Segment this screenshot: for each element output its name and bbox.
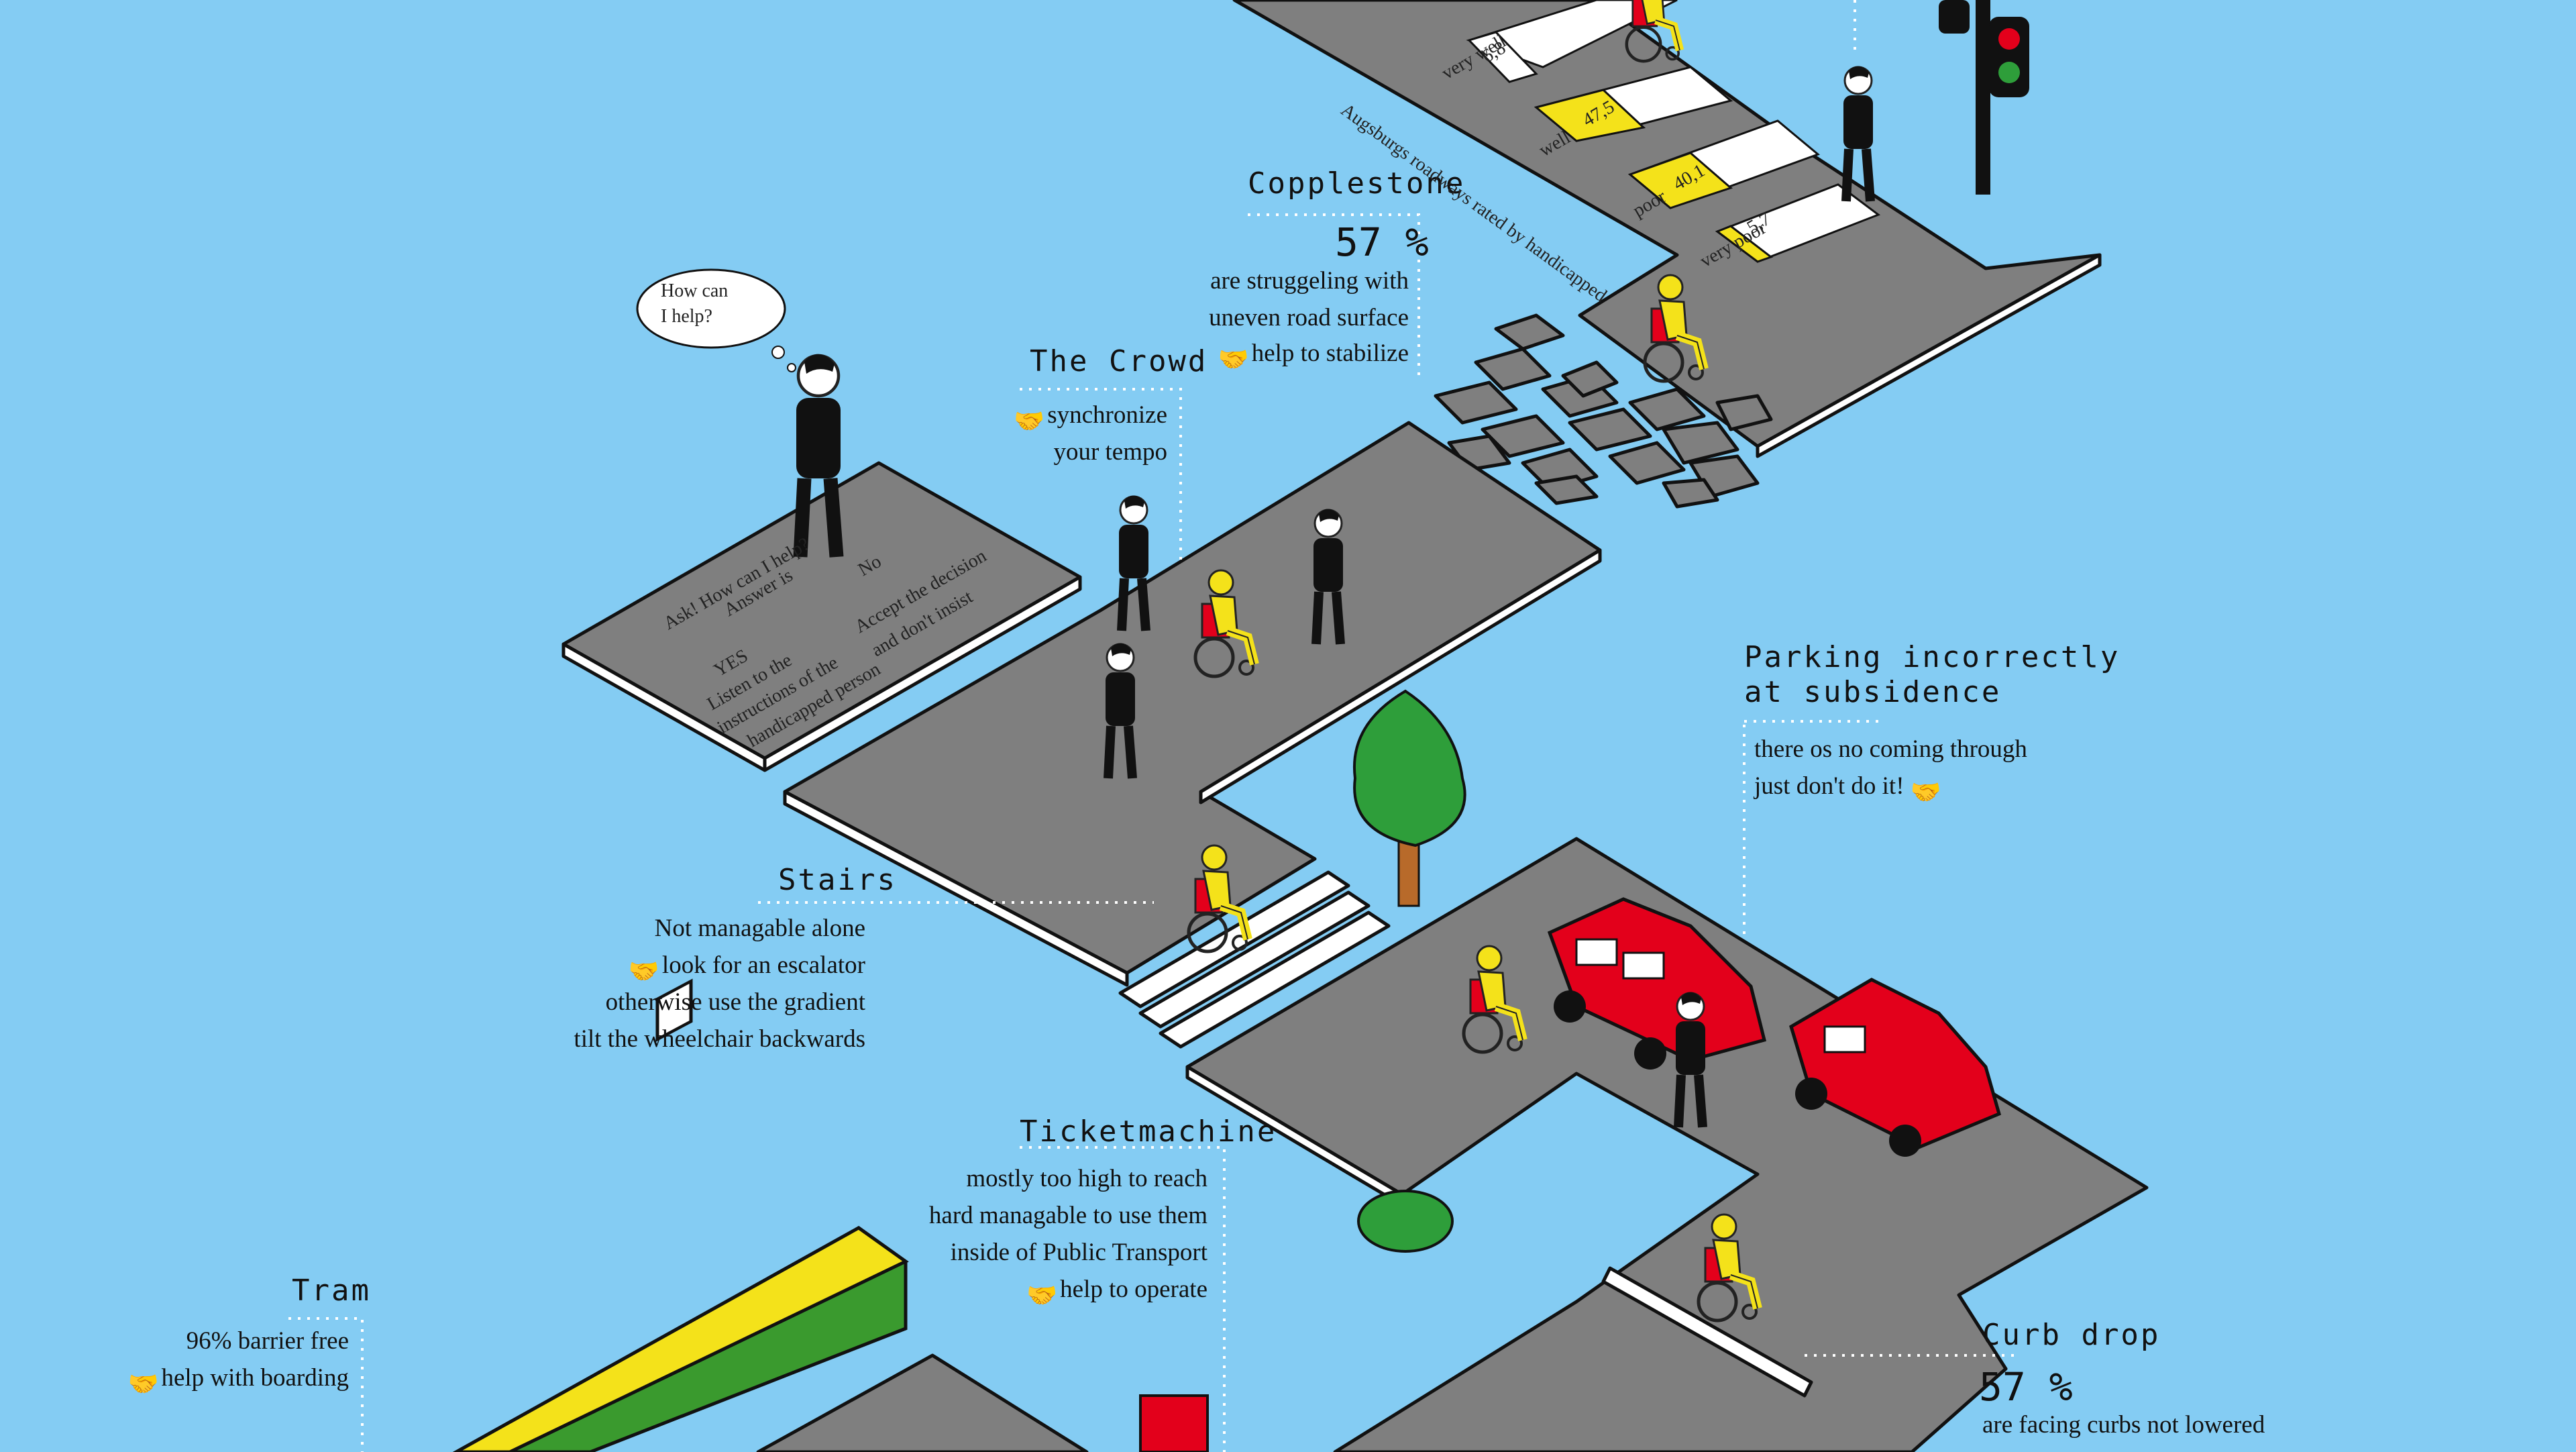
bubble-line1: How can bbox=[661, 280, 729, 301]
stairs-line3: otherwise use the gradient bbox=[605, 988, 865, 1016]
tram-line2-text: help with boarding bbox=[161, 1364, 349, 1392]
ticket-line2: hard managable to use them bbox=[928, 1202, 1208, 1229]
curb-title: Curb drop bbox=[1982, 1318, 2161, 1352]
leader-lines bbox=[288, 0, 2019, 1452]
ticket-line4: 🤝help to operate bbox=[872, 1276, 1208, 1310]
ticket-line4-text: help to operate bbox=[1060, 1276, 1208, 1303]
stairs-line4: tilt the wheelchair backwards bbox=[574, 1025, 865, 1053]
tram-title: Tram bbox=[292, 1274, 371, 1308]
rating-bar-chart bbox=[1466, 0, 1881, 263]
bubble-line2: I help? bbox=[661, 306, 712, 327]
curb-percent: 57 % bbox=[1979, 1364, 2073, 1410]
curb-line1: are facing curbs not lowered bbox=[1982, 1411, 2265, 1439]
ticket-title: Ticketmachine bbox=[1020, 1114, 1277, 1149]
copplestone-title: Copplestone bbox=[1248, 166, 1466, 201]
crowd-title: The Crowd bbox=[1030, 344, 1208, 378]
copplestone-line2: uneven road surface bbox=[1209, 304, 1409, 331]
road-segments bbox=[561, 0, 2149, 1452]
tram-icon bbox=[452, 978, 909, 1452]
handshake-icon: 🤝 bbox=[1910, 778, 1941, 807]
copplestone-help: 🤝help to stabilize bbox=[1134, 340, 1409, 374]
ticket-machine-icon bbox=[1139, 1394, 1209, 1452]
cobblestones bbox=[1434, 313, 1773, 509]
crowd-line1-text: synchronize bbox=[1047, 401, 1167, 429]
copplestone-line1: are struggeling with bbox=[1210, 267, 1409, 295]
stairs-line2: 🤝look for an escalator bbox=[523, 951, 865, 986]
handshake-icon: 🤝 bbox=[1014, 407, 1045, 435]
red-car-2 bbox=[1789, 978, 2002, 1157]
person-icon bbox=[1843, 66, 1873, 201]
copplestone-percent: 57 % bbox=[1335, 219, 1429, 265]
tram-line2: 🤝help with boarding bbox=[101, 1364, 349, 1398]
stairs-line1: Not managable alone bbox=[654, 915, 865, 942]
tram-line1: 96% barrier free bbox=[186, 1327, 349, 1355]
ticket-line3: inside of Public Transport bbox=[950, 1239, 1208, 1266]
ticket-line1: mostly too high to reach bbox=[966, 1165, 1208, 1192]
parking-title-line1: Parking incorrectly bbox=[1744, 640, 2121, 674]
parking-line2: just don't do it! 🤝 bbox=[1754, 772, 1944, 807]
thought-bubble bbox=[636, 268, 796, 372]
handshake-icon: 🤝 bbox=[628, 957, 659, 986]
parking-line2-text: just don't do it! bbox=[1754, 772, 1904, 800]
stairs-title: Stairs bbox=[778, 863, 897, 897]
traffic-light-icon bbox=[1939, 0, 2029, 195]
red-car-1 bbox=[1547, 897, 1767, 1070]
crowd-line1: 🤝synchronize bbox=[953, 401, 1167, 435]
parking-title-line2: at subsidence bbox=[1744, 675, 2002, 709]
tree-icon bbox=[1353, 689, 1466, 907]
stairs-line2-text: look for an escalator bbox=[661, 951, 865, 979]
bush-icon bbox=[1357, 1190, 1454, 1253]
handshake-icon: 🤝 bbox=[1218, 346, 1249, 374]
crowd-line2: your tempo bbox=[1053, 438, 1167, 466]
parking-line1: there os no coming through bbox=[1754, 735, 2027, 763]
handshake-icon: 🤝 bbox=[1026, 1282, 1058, 1310]
copplestone-help-text: help to stabilize bbox=[1251, 340, 1409, 367]
handshake-icon: 🤝 bbox=[127, 1370, 159, 1398]
